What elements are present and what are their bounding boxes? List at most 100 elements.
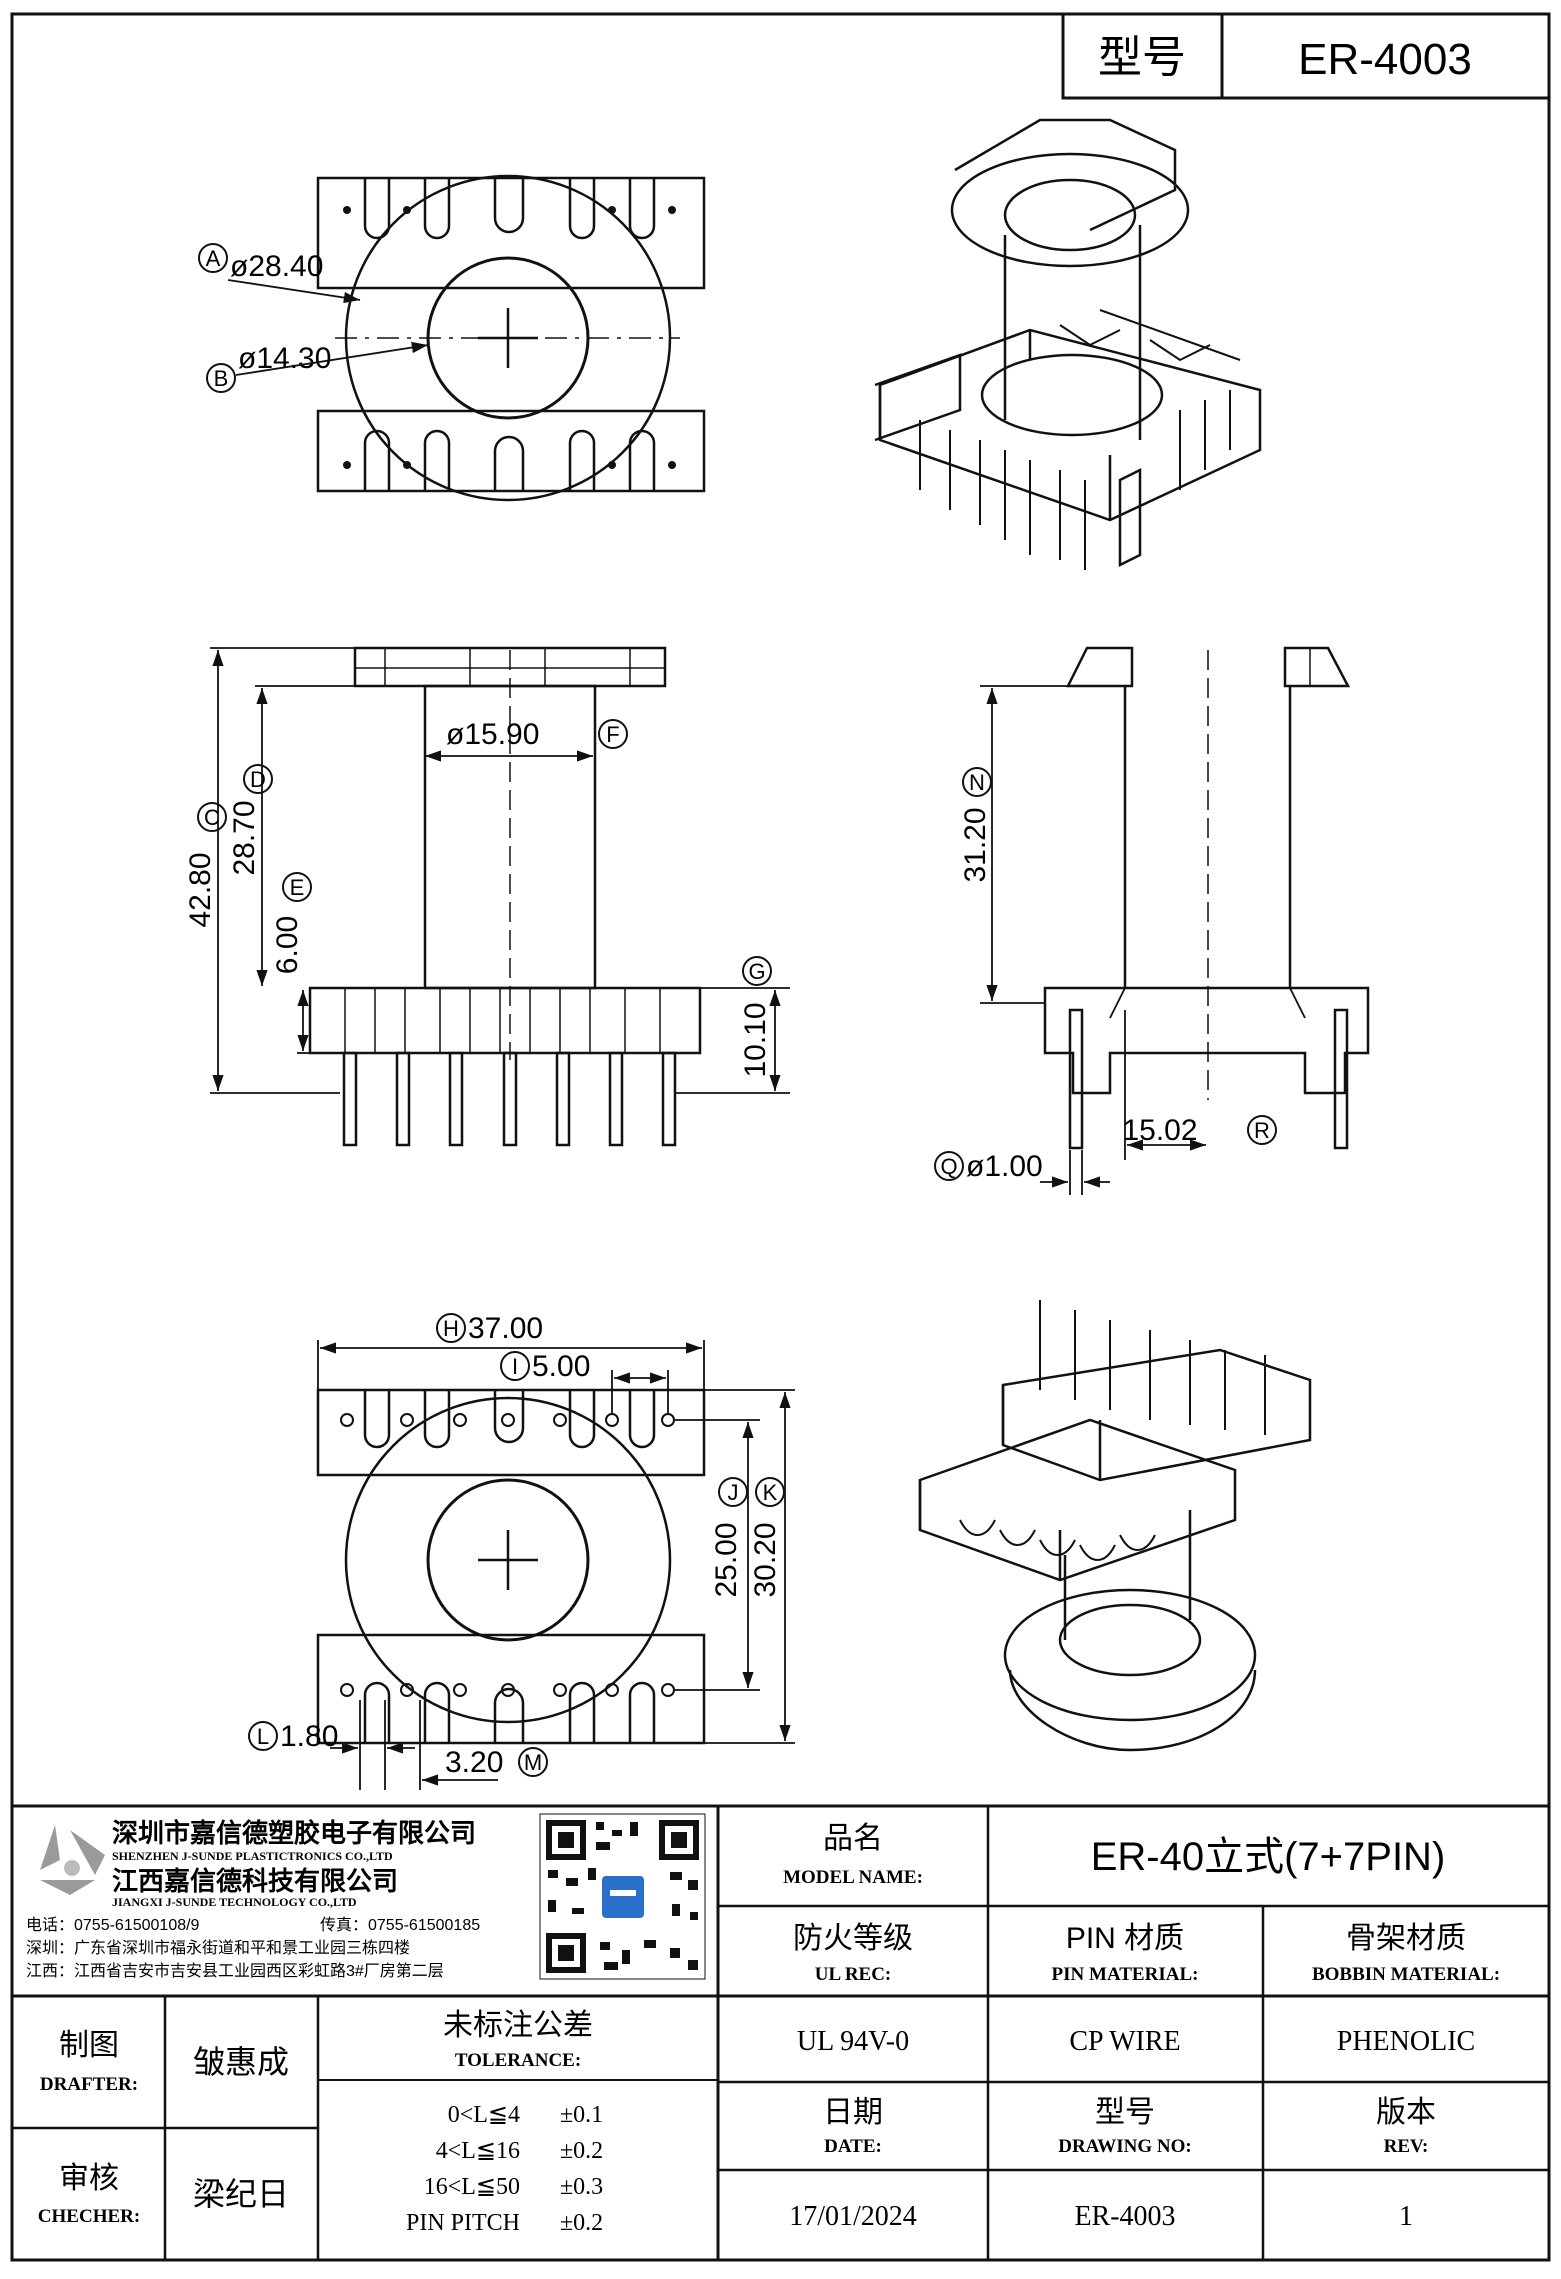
iso-view-top [874,118,1262,570]
dim-e: E 6.00 [271,872,312,974]
svg-text:B: B [214,366,229,391]
dim-m: 3.20 M [445,1746,548,1779]
upper-slots [363,178,656,240]
tolerance-header: 未标注公差 TOLERANCE: [443,2009,593,2071]
svg-text:TOLERANCE:: TOLERANCE: [455,2050,581,2071]
dim-e-value: 6.00 [271,916,304,974]
tolerance-range: 16<L≦50 [424,2174,520,2200]
drawing-value: ER-4003 [1074,2201,1175,2232]
dim-i: I 5.00 [500,1350,590,1383]
dim-n-value: 31.20 [959,807,992,882]
svg-text:A: A [206,246,221,271]
svg-text:品名: 品名 [823,1822,883,1855]
dim-q: Q ø1.00 [934,1150,1043,1183]
dim-c-value: 42.80 [184,852,217,927]
header-model-value: ER-4003 [1298,35,1472,84]
svg-text:N: N [969,770,985,795]
svg-text:审核: 审核 [59,2162,119,2195]
date-label-cell: 日期 DATE: [823,2096,883,2157]
svg-text:型号: 型号 [1095,2096,1155,2129]
svg-text:版本: 版本 [1376,2096,1436,2129]
pin-value: CP WIRE [1069,2026,1180,2057]
svg-text:Q: Q [940,1154,957,1179]
svg-text:E: E [290,875,305,900]
svg-text:L: L [257,1724,269,1749]
dim-g-value: 10.10 [739,1002,772,1077]
dim-r-value: 15.02 [1122,1114,1197,1147]
ul-value: UL 94V-0 [797,2026,909,2057]
dim-j-value: 25.00 [710,1522,743,1597]
tolerance-range: 4<L≦16 [436,2138,520,2164]
svg-text:MODEL NAME:: MODEL NAME: [783,1867,923,1888]
dim-r: 15.02 R [1122,1114,1277,1147]
dim-k: K 30.20 [749,1477,785,1598]
dim-q-value: ø1.00 [966,1150,1043,1183]
checker-label-cell: 审核 CHECHER: [38,2162,140,2227]
svg-text:UL REC:: UL REC: [815,1964,892,1985]
dim-f: ø15.90 F [446,718,628,751]
dim-d-value: 28.70 [228,800,261,875]
svg-text:D: D [250,767,266,792]
bottom-outer-circle [344,1396,672,1724]
qr-code [539,1813,706,1980]
side-dimensions [980,685,1206,1195]
svg-text:F: F [606,722,619,747]
svg-text:CHECHER:: CHECHER: [38,2206,140,2227]
dim-l: L 1.80 [248,1720,338,1753]
dim-l-value: 1.80 [280,1720,338,1753]
dim-a: A ø28.40 [198,243,361,304]
product-label-cell: 品名 MODEL NAME: [783,1822,923,1888]
header-model-box: 型号 ER-4003 [1061,12,1551,100]
svg-text:防火等级: 防火等级 [793,1922,913,1955]
bobbin-value: PHENOLIC [1337,2026,1475,2057]
rev-value: 1 [1399,2201,1413,2232]
dim-c: C 42.80 [184,802,227,928]
svg-text:日期: 日期 [823,2096,883,2129]
bottom-dimensions [317,1340,795,1790]
tolerance-range: 0<L≦4 [448,2102,520,2128]
dim-n: N 31.20 [959,767,992,883]
company-fax: 传真：0755-61500185 [320,1916,480,1934]
svg-text:DRAFTER:: DRAFTER: [40,2074,138,2095]
svg-text:PIN MATERIAL:: PIN MATERIAL: [1052,1964,1199,1985]
title-block-grid [12,1804,1549,2260]
front-base [308,986,702,1055]
dim-k-value: 30.20 [749,1522,782,1597]
bottom-flange-upper [316,1388,706,1477]
tolerance-range: PIN PITCH [406,2210,520,2236]
drafter-value: 皱惠成 [193,2044,289,2080]
bottom-flange-lower [316,1633,706,1745]
company-name-jx: 江西嘉信德科技有限公司 [112,1866,398,1896]
checker-value: 梁纪日 [193,2176,289,2212]
svg-text:DATE:: DATE: [824,2136,882,2157]
rev-label-cell: 版本 REV: [1376,2096,1436,2157]
dim-h: H 37.00 [436,1312,543,1345]
dim-f-value: ø15.90 [446,718,539,751]
company-info: 深圳市嘉信德塑胶电子有限公司 SHENZHEN J-SUNDE PLASTICT… [112,1818,476,1909]
dim-a-value: ø28.40 [230,250,323,283]
header-model-label: 型号 [1098,33,1186,82]
tolerance-value: ±0.2 [560,2210,603,2236]
top-flange-lower [316,409,706,493]
company-name-sz-en: SHENZHEN J-SUNDE PLASTICTRONICS CO.,LTD [112,1849,393,1863]
date-value: 17/01/2024 [789,2201,917,2232]
bottom-view [316,1388,706,1745]
top-flange-upper [316,176,706,290]
drawing-label-cell: 型号 DRAWING NO: [1058,2096,1192,2157]
company-addr-sz: 深圳：广东省深圳市福永街道和平和景工业园三栋四楼 [26,1939,410,1957]
sheet-border [10,12,1551,2262]
top-view [316,174,706,502]
dim-i-value: 5.00 [532,1350,590,1383]
iso-view-bottom [918,1300,1312,1752]
tolerance-value: ±0.3 [560,2174,603,2200]
company-tel: 电话：0755-61500108/9 [26,1916,200,1934]
front-pins [342,1051,677,1147]
bobbin-label-cell: 骨架材质 BOBBIN MATERIAL: [1312,1922,1500,1985]
svg-text:G: G [748,959,765,984]
lower-slots [363,429,656,491]
svg-text:PIN 材质: PIN 材质 [1066,1922,1184,1955]
side-pin-left [1068,1008,1084,1150]
company-logo [40,1825,105,1895]
